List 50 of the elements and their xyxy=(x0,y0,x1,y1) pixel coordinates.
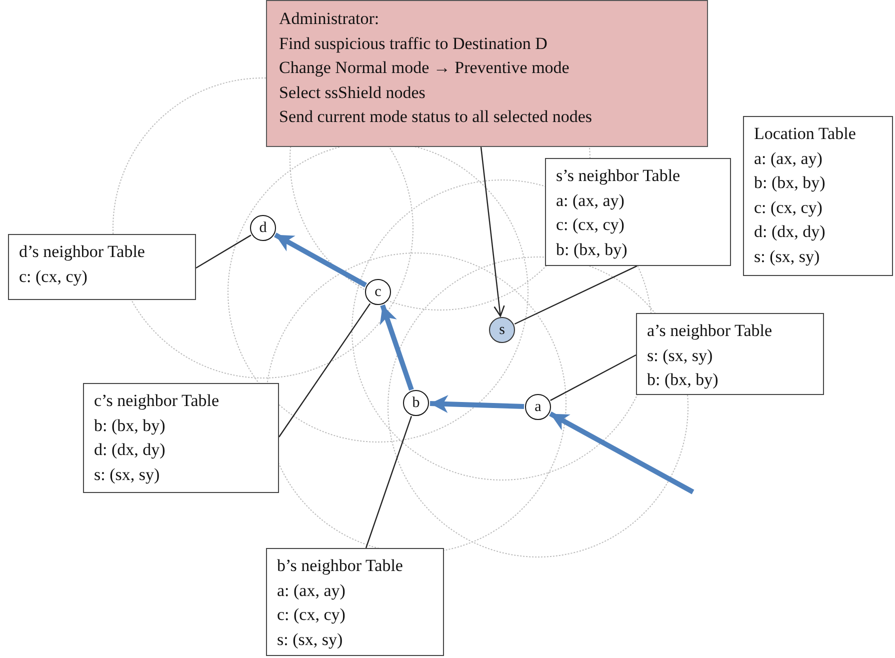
table-row-text: c: (cx, cy) xyxy=(754,196,824,219)
table-row-text: a: (ax, ay) xyxy=(556,190,626,212)
table-row-text: s: (sx, sy) xyxy=(94,464,161,486)
table-row-text: c: (cx, cy) xyxy=(277,604,346,626)
table-box xyxy=(8,234,196,300)
arrow xyxy=(480,146,505,317)
network-node-circle: a xyxy=(525,394,551,420)
network-node-circle: d xyxy=(250,215,276,241)
table-row-text: c: (cx, cy) xyxy=(19,266,88,288)
table-row-text: b: (bx, by) xyxy=(556,238,628,261)
table-row-text: b: (bx, by) xyxy=(647,369,720,391)
table-row-text: b: (bx, by) xyxy=(754,172,826,194)
table-row-text: s: (sx, sy) xyxy=(277,628,344,651)
note-line: Change Normal mode → Preventive mode xyxy=(279,57,570,79)
flow-arrow xyxy=(274,232,367,288)
note-line: Select ssShield nodes xyxy=(279,82,426,104)
table-row-text: b: (bx, by) xyxy=(94,414,166,437)
table-box xyxy=(266,548,444,656)
network-node-circle: b xyxy=(403,390,429,416)
note-heading: Administrator: xyxy=(279,8,380,30)
table-title: a’s neighbor Table xyxy=(647,320,774,342)
table-row-text: s: (sx, sy) xyxy=(647,344,714,367)
flow-arrow xyxy=(549,412,694,494)
leader-line xyxy=(278,303,371,438)
table-title: b’s neighbor Table xyxy=(277,555,404,577)
leader-line xyxy=(196,234,252,269)
leader-line xyxy=(514,265,638,325)
table-box xyxy=(545,158,731,266)
table-row-text: a: (ax, ay) xyxy=(277,580,346,602)
flow-arrow xyxy=(380,304,414,391)
table-row-text: s: (sx, sy) xyxy=(754,246,821,268)
source-node-circle: s xyxy=(489,317,515,343)
admin-note-box xyxy=(266,0,708,147)
flow-arrow xyxy=(430,395,524,414)
table-title: s’s neighbor Table xyxy=(556,165,682,187)
table-row-text: d: (dx, dy) xyxy=(94,439,166,461)
table-row-text: c: (cx, cy) xyxy=(556,214,626,236)
note-line: Send current mode status to all selected nodes xyxy=(279,106,593,128)
table-row-text: a: (ax, ay) xyxy=(754,148,824,170)
note-line: Find suspicious traffic to Destination D xyxy=(279,32,548,55)
table-box xyxy=(83,383,279,493)
leader-line xyxy=(365,416,412,548)
network-node-circle: c xyxy=(365,279,391,305)
table-box xyxy=(636,313,824,395)
leader-line xyxy=(550,354,636,401)
table-title: c’s neighbor Table xyxy=(94,390,220,412)
table-box xyxy=(743,116,893,276)
table-title: Location Table xyxy=(754,123,857,145)
table-title: d’s neighbor Table xyxy=(19,241,146,263)
table-row-text: d: (dx, dy) xyxy=(754,221,826,243)
